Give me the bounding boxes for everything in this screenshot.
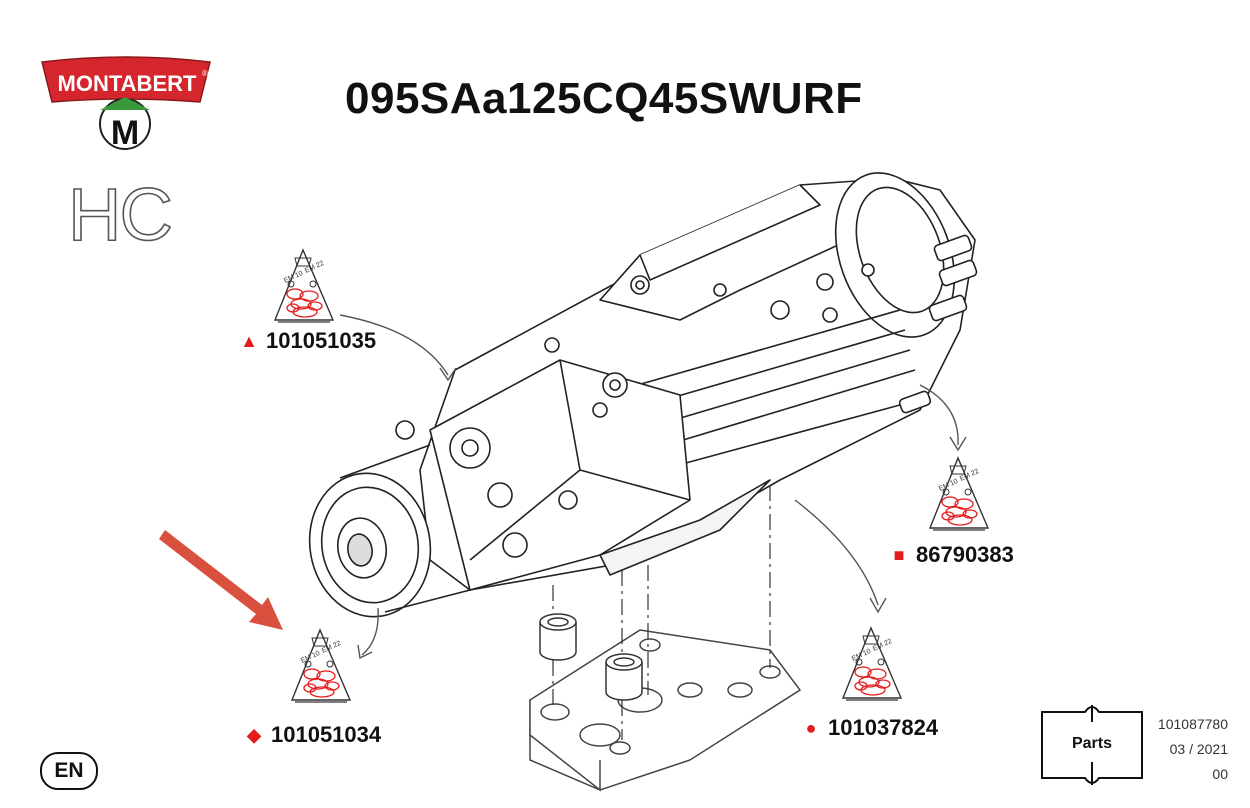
kit-bag-101037824: EM 10 EM 22 [842,627,902,701]
kit-number: 101037824 [828,715,939,740]
leader-arrows [339,314,967,660]
kit-label-101051035: ▲ 101051035 [240,328,376,354]
kit-number: 101051034 [271,722,382,747]
document-revision: 00 [1212,766,1228,782]
diamond-icon: ◆ [247,724,261,745]
triangle-icon: ▲ [240,330,258,351]
document-reference: 101087780 03 / 2021 00 [1158,712,1228,787]
kit-bag-101051034: EM 10 EM 22 [291,629,351,703]
logo-monogram: M [111,114,139,152]
circle-icon: ● [805,717,817,738]
drifter-assembly [308,172,978,618]
mounting-plate [529,629,802,792]
logo-registered-mark: ® [202,69,208,78]
language-badge: EN [40,752,98,790]
kit-number: 86790383 [916,542,1014,567]
logo-wordmark: MONTABERT [58,71,197,96]
kit-label-101051034: ◆ 101051034 [245,722,381,748]
document-number: 101087780 [1157,716,1228,732]
assembly-centerlines [552,485,771,740]
kit-bag-86790383: EM 10 EM 22 [929,457,989,531]
spacer-bushings [539,613,643,701]
montabert-logo: MONTABERT ® M [41,56,211,152]
kit-label-86790383: ■ 86790383 [890,542,1014,568]
page-title: 095SAa125CQ45SWURF [345,74,863,123]
kit-bag-101051035: EM 10 EM 22 [274,249,334,323]
highlight-pointer-arrow [159,530,283,630]
square-icon: ■ [893,544,905,565]
kit-label-101037824: ● 101037824 [802,715,939,741]
kit-number: 101051035 [266,328,377,353]
parts-book-label: Parts [1072,735,1112,752]
document-date: 03 / 2021 [1169,741,1228,757]
parts-book-icon: Parts [1041,705,1143,785]
series-mark: HC [67,173,173,256]
